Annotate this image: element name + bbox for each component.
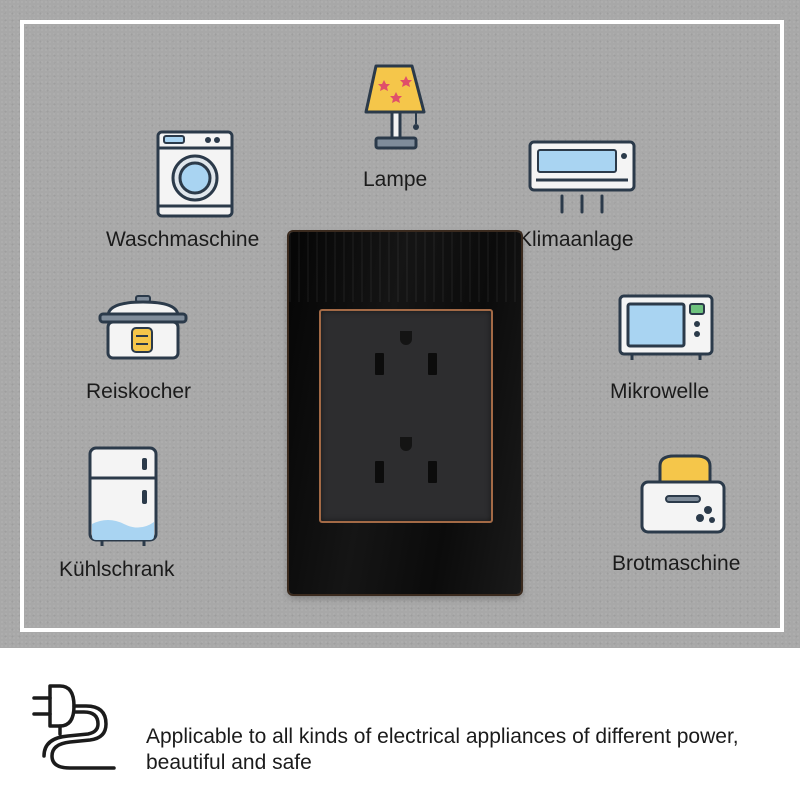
fridge-icon [88,446,158,546]
rice-cooker-icon [98,295,188,360]
glass-reflection [289,232,521,302]
socket-plate [289,232,521,594]
plug-icon [32,684,116,770]
lamp-label: Lampe [363,168,428,191]
washing-machine-icon [156,130,234,218]
duplex-outlet-icon [375,331,437,483]
fridge-label: Kühlschrank [59,558,175,581]
air-conditioner-label: Klimaanlage [518,228,634,251]
lamp-icon [364,64,426,150]
microwave-icon [618,294,714,360]
white-frame [20,20,784,632]
footer-description: Applicable to all kinds of electrical ap… [146,725,739,774]
washing-machine-label: Waschmaschine [106,228,260,251]
microwave-label: Mikrowelle [610,380,710,403]
toaster-icon [640,454,726,534]
toaster-label: Brotmaschine [612,552,741,575]
socket-insert [319,309,493,523]
rice-cooker-label: Reiskocher [86,380,192,403]
air-conditioner-icon [528,140,636,214]
product-panel: Lampe Waschmaschine Klimaanlage Reiskoch… [0,0,800,648]
